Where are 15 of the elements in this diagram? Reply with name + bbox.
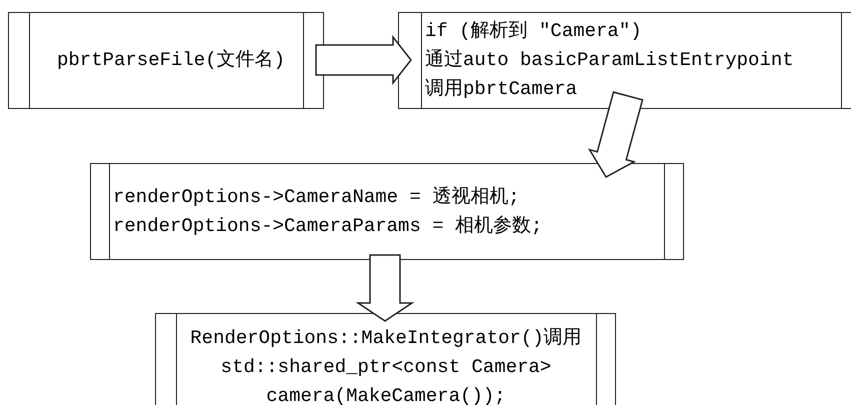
code-box xyxy=(8,12,324,109)
code-line: std::shared_ptr<const Camera> camera(MakeCamera()); xyxy=(220,355,552,405)
code-line: renderOptions->CameraName = 透视相机; xyxy=(113,184,521,210)
block-arrow xyxy=(356,254,414,322)
block-arrow xyxy=(315,34,412,86)
code-line: renderOptions->CameraParams = 相机参数; xyxy=(113,214,544,238)
block-arrow xyxy=(588,91,644,178)
code-box xyxy=(90,163,684,260)
code-box xyxy=(155,313,616,405)
code-line: 调用pbrtCamera xyxy=(425,77,578,102)
code-line: if (解析到 "Camera") xyxy=(425,19,643,44)
code-line: 通过auto basicParamListEntrypoint xyxy=(425,48,795,73)
code-line: pbrtParseFile(文件名) xyxy=(56,48,286,73)
code-line: RenderOptions::MakeIntegrator()调用 xyxy=(189,326,583,351)
code-box xyxy=(398,12,851,109)
